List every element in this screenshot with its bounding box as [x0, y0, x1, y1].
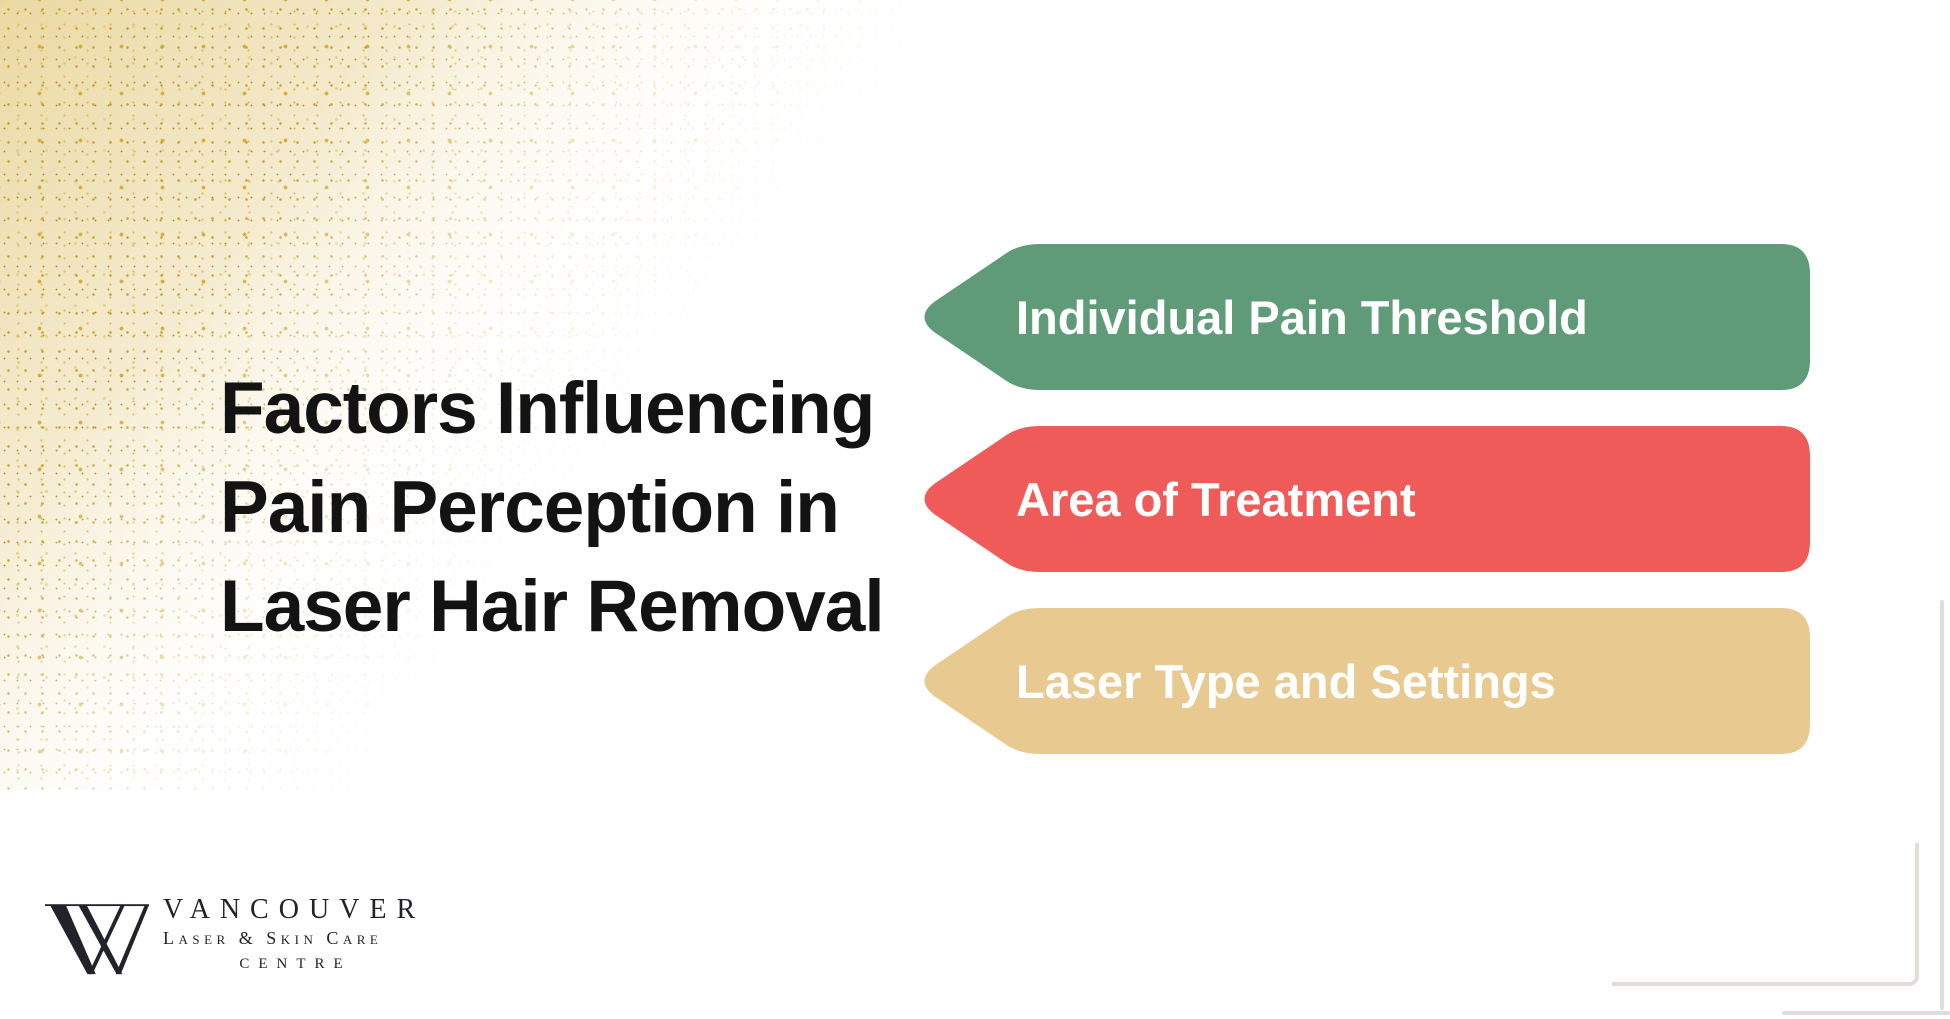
- title-line-1: Factors Influencing: [220, 368, 875, 449]
- banner-label: Area of Treatment: [1016, 472, 1416, 526]
- page-title: Factors Influencing Pain Perception in L…: [220, 359, 900, 656]
- gold-glitter-decoration: [0, 0, 960, 790]
- logo-centre-line: CENTRE: [239, 956, 352, 972]
- arrow-shape-path: [924, 244, 1810, 390]
- logo-subtitle: Laser & Skin Care: [163, 928, 383, 948]
- banner-arrow-shape: [924, 608, 1810, 754]
- banner-arrow-shape: [924, 426, 1810, 572]
- logo-name: VANCOUVER: [163, 894, 426, 925]
- arrow-shape-path: [924, 426, 1810, 572]
- arrow-shape-path: [924, 608, 1810, 754]
- logo-text: VANCOUVER Laser & Skin Care CENTRE: [163, 895, 428, 976]
- v-monogram-icon: [45, 904, 149, 975]
- banner-arrow-shape: [924, 244, 1810, 390]
- title-line-2: Pain Perception in: [220, 467, 840, 548]
- frame-line-vertical: [1940, 600, 1944, 1010]
- banner-individual-pain-threshold: Individual Pain Threshold: [912, 242, 1813, 392]
- banner-laser-type-settings: Laser Type and Settings: [912, 606, 1813, 756]
- banner-area-of-treatment: Area of Treatment: [912, 424, 1813, 574]
- frame-corner: [1612, 843, 1919, 986]
- frame-line-horizontal: [1782, 1011, 1950, 1015]
- banner-label: Individual Pain Threshold: [1016, 290, 1588, 344]
- title-line-3: Laser Hair Removal: [220, 566, 885, 647]
- banner-label: Laser Type and Settings: [1016, 654, 1556, 708]
